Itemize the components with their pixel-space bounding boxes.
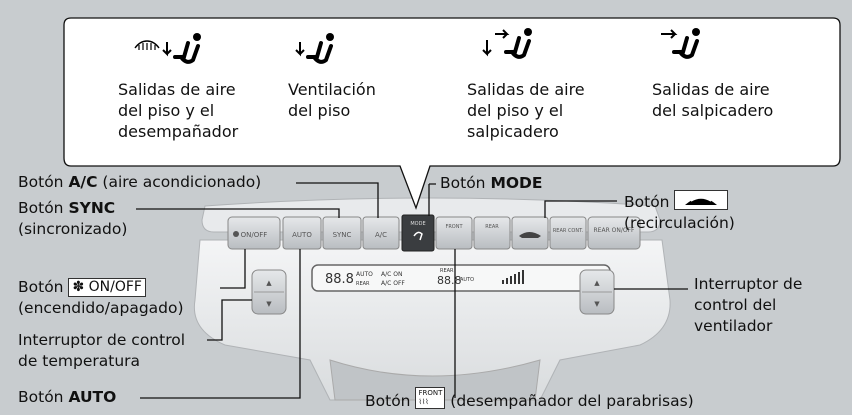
fan-level-bars	[502, 270, 524, 284]
temperature-switch: ▲ ▼	[251, 269, 287, 315]
caption-line: salpicadero	[467, 122, 559, 141]
svg-text:▼: ▼	[266, 300, 272, 308]
btn-rear-text: REAR	[485, 224, 499, 230]
btn-rear-cont-text: REAR CONT.	[553, 228, 584, 234]
top-button-row	[227, 214, 641, 252]
floor-vent-icon	[295, 33, 334, 64]
recirculation-key-icon	[674, 190, 729, 210]
auto-button-label: Botón AUTO	[18, 388, 117, 406]
btn-mode-text: MODE	[410, 221, 425, 227]
fan-icon	[233, 231, 239, 237]
btn-front-text: FRONT	[445, 224, 463, 230]
caption-line: Salidas de aire	[467, 80, 585, 99]
mode-caption-floor: Ventilación del piso	[288, 79, 376, 121]
svg-text:▲: ▲	[594, 279, 600, 287]
mode-caption-dash: Salidas de aire del salpicadero	[652, 79, 773, 121]
lcd-temp-left: 88.8	[325, 272, 354, 287]
svg-text:▼: ▼	[594, 300, 600, 308]
caption-line: desempañador	[118, 122, 239, 141]
dash-vent-icon	[661, 28, 700, 59]
lcd-ac-on: A/C ON	[381, 271, 402, 278]
caption-line: del salpicadero	[652, 101, 774, 120]
recirculation-car-icon	[519, 232, 541, 238]
mode-seat-icon	[413, 231, 423, 241]
mode-caption-defrost-floor: Salidas de aire del piso y el desempañad…	[118, 79, 238, 142]
lcd-display: 88.8 AUTO REAR A/C ON A/C OFF REAR 88.8 …	[311, 264, 611, 292]
lcd-rear-top: REAR	[440, 268, 454, 274]
lcd-auto-left: AUTO	[356, 271, 373, 278]
front-defrost-key-icon: FRONT⌇⌇⌇	[415, 387, 446, 409]
ac-button-label: Botón A/C (aire acondicionado)	[18, 173, 262, 191]
btn-rear-onoff-text: REAR ON/OFF	[594, 227, 636, 234]
caption-line: Ventilación	[288, 80, 376, 99]
fan-switch: ▲ ▼	[579, 269, 615, 315]
btn-onoff-text: ON/OFF	[241, 231, 268, 239]
btn-sync-text: SYNC	[333, 231, 352, 239]
caption-line: del piso y el	[467, 101, 564, 120]
onoff-button-label: Botón ✽ ON/OFF (encendido/apagado)	[18, 278, 184, 317]
leader-lines	[136, 182, 688, 399]
mode-caption-floor-dash: Salidas de aire del piso y el salpicader…	[467, 79, 585, 142]
lcd-rear-tag: REAR	[356, 281, 370, 287]
btn-auto-text: AUTO	[292, 231, 312, 239]
lcd-temp-right: 88.8	[437, 274, 462, 287]
caption-line: Salidas de aire	[118, 80, 236, 99]
temperature-switch-label: Interruptor de control de temperatura	[18, 331, 186, 370]
fan-switch-label: Interruptor de control del ventilador	[694, 275, 803, 335]
caption-line: del piso	[288, 101, 351, 120]
recirculation-button-label: Botón (recirculación)	[624, 190, 735, 234]
floor-dash-vent-icon	[482, 28, 532, 59]
sync-button-label: Botón SYNC (sincronizado)	[18, 199, 128, 238]
lcd-auto-right: AUTO	[460, 277, 474, 283]
svg-text:▲: ▲	[266, 279, 272, 287]
mode-button-label: Botón MODE	[440, 174, 543, 192]
front-defrost-button-label: Botón FRONT⌇⌇⌇ (desempañador del parabri…	[365, 387, 694, 410]
caption-line: Salidas de aire	[652, 80, 770, 99]
caption-line: del piso y el	[118, 101, 215, 120]
defrost-floor-vent-icon	[134, 33, 201, 64]
btn-ac-text: A/C	[375, 231, 387, 239]
lcd-ac-off: A/C OFF	[381, 280, 405, 287]
mode-callout-bubble	[63, 17, 841, 210]
